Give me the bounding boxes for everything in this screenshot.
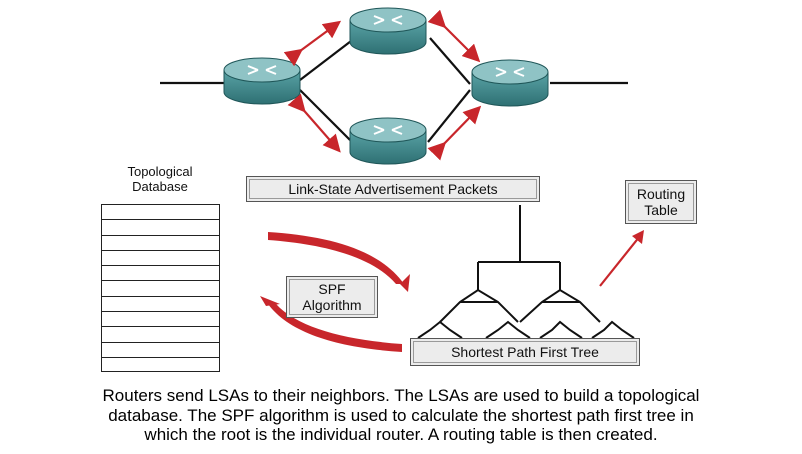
caption-line1: Routers send LSAs to their neighbors. Th… bbox=[102, 386, 700, 405]
link-bottom-right bbox=[427, 89, 471, 143]
router-icon bbox=[349, 117, 427, 165]
database-row bbox=[102, 297, 219, 313]
caption-line3: which the root is the individual router.… bbox=[144, 425, 658, 444]
database-row bbox=[102, 251, 219, 267]
spf-tree-box: Shortest Path First Tree bbox=[410, 338, 640, 366]
router-icon bbox=[223, 57, 301, 105]
routing-label-line1: Routing bbox=[636, 186, 686, 202]
red-arrow-icon bbox=[268, 232, 404, 284]
database-row bbox=[102, 266, 219, 282]
routing-table-box: Routing Table bbox=[625, 180, 697, 224]
database-row bbox=[102, 312, 219, 328]
spf-algorithm-box: SPF Algorithm bbox=[286, 276, 378, 318]
lsa-packets-box: Link-State Advertisement Packets bbox=[246, 176, 540, 202]
spf-cycle-arrows bbox=[260, 232, 410, 352]
router-icon bbox=[471, 59, 549, 107]
database-row bbox=[102, 205, 219, 221]
red-arrow-icon bbox=[283, 20, 342, 67]
database-row bbox=[102, 358, 219, 373]
database-table-icon bbox=[101, 204, 220, 372]
diagram-caption: Routers send LSAs to their neighbors. Th… bbox=[0, 386, 802, 445]
red-arrow-icon bbox=[400, 274, 410, 292]
lsa-arrows bbox=[283, 9, 482, 161]
red-arrow-icon bbox=[427, 105, 482, 161]
spf-label-line2: Algorithm bbox=[302, 297, 362, 313]
database-row bbox=[102, 343, 219, 358]
spf-label-line1: SPF bbox=[318, 281, 346, 297]
database-row bbox=[102, 220, 219, 236]
database-row bbox=[102, 236, 219, 251]
topological-database-label: Topological Database bbox=[96, 164, 224, 194]
topological-database-label-line1: Topological bbox=[127, 164, 193, 179]
database-row bbox=[102, 327, 219, 343]
red-arrow-icon bbox=[599, 230, 644, 287]
lsa-packets-label: Link-State Advertisement Packets bbox=[288, 181, 498, 197]
routing-label-line2: Table bbox=[644, 202, 678, 218]
red-arrow-icon bbox=[260, 296, 280, 306]
topological-database-label-line2: Database bbox=[132, 179, 188, 194]
red-arrow-icon bbox=[268, 304, 402, 352]
red-arrow-icon bbox=[427, 9, 481, 63]
router-icon bbox=[349, 7, 427, 55]
caption-line2: database. The SPF algorithm is used to c… bbox=[108, 405, 694, 425]
spf-tree-label: Shortest Path First Tree bbox=[451, 344, 599, 360]
tree-icon bbox=[417, 205, 635, 339]
red-arrow-icon bbox=[287, 93, 341, 153]
database-row bbox=[102, 281, 219, 297]
